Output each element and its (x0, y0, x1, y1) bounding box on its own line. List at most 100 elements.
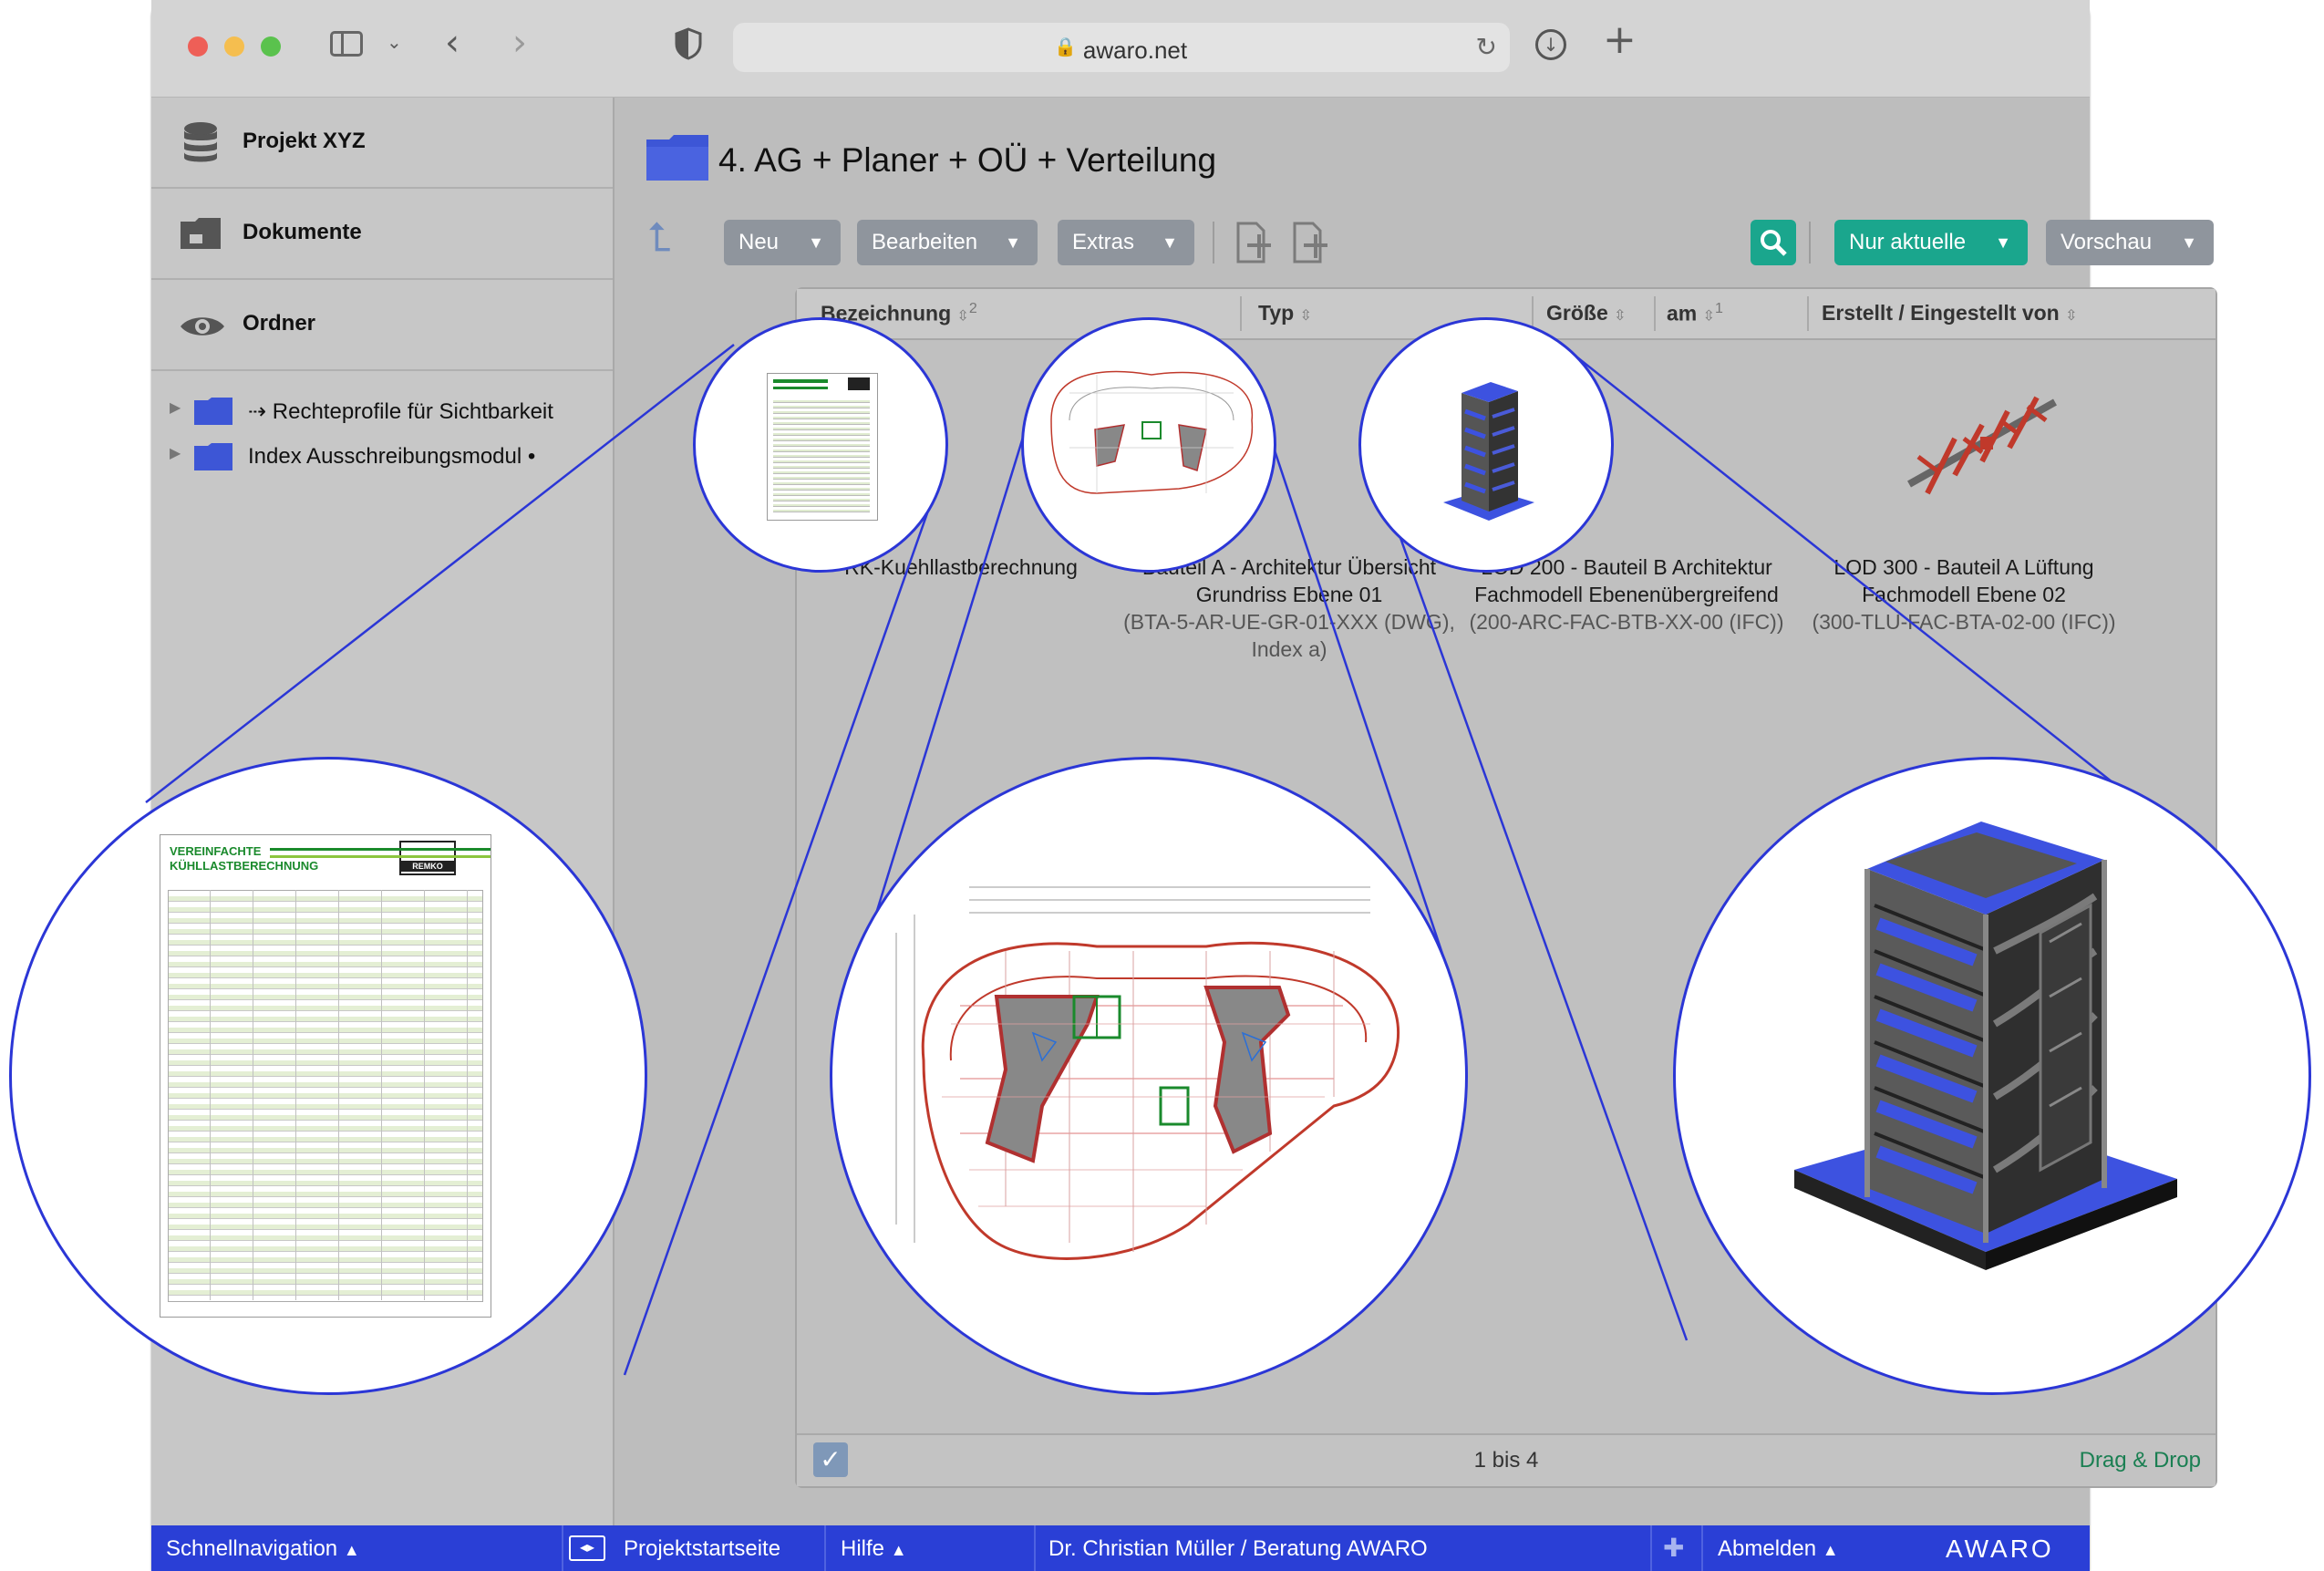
upload-document-icon[interactable] (1291, 222, 1331, 264)
sort-icon: ⇳ (2065, 308, 2078, 324)
reload-icon[interactable]: ↻ (1475, 32, 1497, 62)
floorplan-thumbnail[interactable] (1021, 317, 1276, 573)
sidebar-item-label: Projekt XYZ (243, 129, 366, 153)
floorplan-drawing (895, 886, 1400, 1260)
file-subtitle: (BTA-5-AR-UE-GR-01-XXX (DWG), (1123, 610, 1455, 634)
sidebar-item-documents[interactable]: Dokumente (151, 189, 613, 280)
new-button[interactable]: Neu▼ (724, 220, 841, 265)
help-menu[interactable]: Hilfe ▲ (841, 1536, 907, 1562)
add-document-icon[interactable] (1234, 222, 1275, 264)
file-title: RK-Kuehllastberechnung (844, 555, 1078, 579)
column-label: Größe (1546, 301, 1608, 325)
file-item[interactable]: LOD 200 - Bauteil B Architektur Fachmode… (1453, 553, 1800, 636)
file-title: LOD 300 - Bauteil A Lüftung (1833, 555, 2094, 579)
tree-item[interactable]: ▶ ⇢ Rechteprofile für Sichtbarkeit (151, 389, 613, 431)
caret-down-icon: ▼ (1162, 233, 1178, 252)
menu-label: Hilfe (841, 1536, 885, 1561)
building-model-zoom-preview (1673, 757, 2311, 1395)
forward-icon[interactable]: › (512, 22, 527, 64)
quick-nav-menu[interactable]: Schnellnavigation ▲ (166, 1536, 360, 1562)
column-size[interactable]: Größe ⇳ (1546, 301, 1627, 326)
split-view-icon[interactable]: ◂▸ (569, 1535, 605, 1561)
new-tab-icon[interactable]: + (1603, 16, 1637, 63)
column-date[interactable]: am ⇳1 (1667, 301, 1723, 326)
database-icon (184, 122, 217, 162)
chevron-down-icon[interactable]: ⌄ (387, 31, 402, 53)
folder-icon (194, 398, 232, 425)
caret-up-icon: ▲ (890, 1541, 907, 1559)
eye-icon (181, 317, 224, 336)
ventilation-model-thumbnail[interactable] (1900, 384, 2064, 502)
sort-order: 1 (1715, 301, 1723, 316)
document-heading-1: VEREINFACHTE (170, 844, 262, 858)
drag-drop-link[interactable]: Drag & Drop (2079, 1448, 2201, 1473)
search-button[interactable] (1751, 220, 1796, 265)
document-heading-2: KÜHLLASTBERECHNUNG (170, 859, 319, 873)
back-icon[interactable]: ‹ (445, 22, 460, 64)
file-item[interactable]: RK-Kuehllastberechnung (815, 553, 1107, 581)
filter-current-button[interactable]: Nur aktuelle▼ (1834, 220, 2028, 265)
panel-footer: ✓ 1 bis 4 Drag & Drop (797, 1433, 2216, 1486)
sort-order: 2 (968, 301, 977, 316)
building-model-thumbnail[interactable] (1358, 317, 1614, 573)
file-item[interactable]: Bauteil A - Architektur Übersicht Grundr… (1116, 553, 1462, 663)
file-title-line2: Fachmodell Ebenenübergreifend (1474, 583, 1779, 606)
minimize-window-button[interactable] (224, 36, 244, 57)
up-folder-icon[interactable]: ⮤ (647, 214, 671, 261)
preview-button[interactable]: Vorschau▼ (2046, 220, 2214, 265)
floorplan-preview (1050, 370, 1254, 494)
shield-icon[interactable] (675, 27, 702, 64)
logo-text: REMKO (401, 861, 454, 872)
caret-down-icon: ▼ (1005, 233, 1021, 252)
logout-menu[interactable]: Abmelden ▲ (1718, 1536, 1839, 1562)
page-title: 4. AG + Planer + OÜ + Verteilung (718, 141, 1217, 179)
url-text: awaro.net (1082, 36, 1188, 64)
close-window-button[interactable] (188, 36, 208, 57)
disclosure-arrow-icon[interactable]: ▶ (170, 446, 181, 461)
divider (1701, 1525, 1703, 1571)
document-zoom-preview: VEREINFACHTE KÜHLLASTBERECHNUNG REMKO (9, 757, 647, 1395)
disclosure-arrow-icon[interactable]: ▶ (170, 400, 181, 416)
tree-item[interactable]: ▶ Index Ausschreibungsmodul • (151, 435, 613, 477)
sidebar-item-project[interactable]: Projekt XYZ (151, 98, 613, 189)
user-name: Dr. Christian Müller / Beratung AWARO (1048, 1536, 1428, 1561)
download-icon[interactable]: ↓ (1535, 29, 1566, 60)
sort-icon: ⇳ (1614, 308, 1627, 324)
zoom-window-button[interactable] (261, 36, 281, 57)
toolbar-divider (1213, 222, 1214, 264)
button-label: Vorschau (2061, 230, 2153, 254)
button-label: Neu (739, 230, 780, 254)
bottom-nav-bar: Schnellnavigation ▲ ◂▸ Projektstartseite… (151, 1525, 2090, 1571)
sidebar-item-folders[interactable]: Ordner (151, 280, 613, 371)
column-creator[interactable]: Erstellt / Eingestellt von ⇳ (1822, 301, 2078, 326)
sort-icon: ⇳ (1299, 308, 1312, 324)
sidebar-toggle-icon[interactable] (330, 31, 363, 57)
column-divider (1532, 296, 1534, 331)
document-page: VEREINFACHTE KÜHLLASTBERECHNUNG REMKO (160, 834, 491, 1318)
divider (1650, 1525, 1652, 1571)
button-label: Bearbeiten (872, 230, 978, 254)
project-start-link[interactable]: Projektstartseite (624, 1536, 781, 1561)
form-table-columns (168, 890, 481, 1300)
file-title-line2: Fachmodell Ebene 02 (1862, 583, 2066, 606)
file-item[interactable]: LOD 300 - Bauteil A Lüftung Fachmodell E… (1791, 553, 2137, 636)
sidebar-item-label: Dokumente (243, 220, 362, 244)
column-divider (1240, 296, 1242, 331)
file-subtitle: (300-TLU-FAC-BTA-02-00 (IFC)) (1812, 610, 2116, 634)
address-bar[interactable]: 🔒 awaro.net ↻ (733, 23, 1510, 72)
puzzle-icon[interactable]: ✚ (1663, 1534, 1685, 1562)
extras-button[interactable]: Extras▼ (1058, 220, 1194, 265)
select-all-checkbox[interactable]: ✓ (813, 1442, 848, 1477)
column-type[interactable]: Typ ⇳ (1258, 301, 1312, 326)
floorplan-zoom-preview (830, 757, 1468, 1395)
caret-up-icon: ▲ (343, 1541, 360, 1559)
remko-logo: REMKO (399, 841, 456, 875)
sort-icon: ⇳ (1702, 308, 1716, 325)
edit-button[interactable]: Bearbeiten ▼ (857, 220, 1038, 265)
folder-icon (181, 218, 221, 249)
brand-logo: AWARO (1946, 1535, 2054, 1563)
document-thumbnail[interactable] (693, 317, 948, 573)
column-divider (1807, 296, 1809, 331)
sidebar-item-label: Ordner (243, 311, 316, 336)
file-subtitle: (200-ARC-FAC-BTB-XX-00 (IFC)) (1469, 610, 1784, 634)
